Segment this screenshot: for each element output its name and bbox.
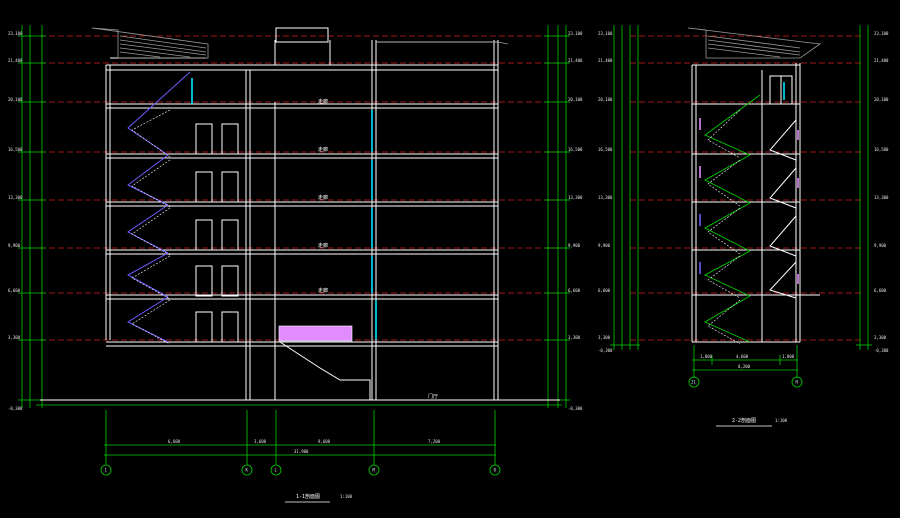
dim-label: 7,200 [428,439,441,444]
elev-label: 9,900 [598,243,611,248]
elev-label: -0,300 [568,406,583,411]
grid-axis-bubble: 1 [100,464,112,476]
dim-label: 4,600 [736,354,749,359]
elev-label: 20,100 [874,97,889,102]
elev-label: 23,100 [598,31,613,36]
elev-label: 23,100 [568,31,583,36]
elev-label: -0,300 [8,406,23,411]
elev-label: 9,900 [568,243,581,248]
elev-label: 6,600 [598,288,611,293]
elev-label: 6,600 [874,288,887,293]
elev-label: 6,600 [8,288,21,293]
right-elevation-labels: 23,100 21,400 20,100 16,500 13,300 9,900… [598,31,889,353]
elev-label: 16,500 [8,147,23,152]
left-drawing-title: 1-1剖面图 1:100 [285,493,353,503]
room-label: 走廊 [318,194,328,201]
svg-text:K: K [246,468,249,473]
left-bottom-dimensions [104,410,496,465]
elev-label: 23,100 [8,31,23,36]
elev-label: 9,900 [874,243,887,248]
left-room-labels: 走廊 走廊 走廊 走廊 走廊 门厅 [318,98,438,400]
elev-label: 21,400 [8,58,23,63]
elev-label: 23,100 [874,31,889,36]
room-label: 走廊 [318,98,328,105]
left-grid-axes: 1 K L M 8 [100,464,501,476]
right-accent-marks [699,82,799,284]
right-level-lines [630,35,862,341]
drawing-title: 1-1剖面图 [296,493,320,500]
elev-label: 3,300 [8,335,21,340]
elev-label: 3,300 [598,335,611,340]
left-level-lines [40,35,560,401]
left-highlight-beam [278,325,353,342]
right-dimension-lines [610,25,872,350]
svg-text:M: M [373,468,376,473]
left-dimension-lines [18,25,570,408]
elev-label: 13,300 [598,195,613,200]
overall-dim-label: 8,200 [738,364,751,369]
drawing-scale: 1:100 [340,494,353,499]
grid-axis-bubble: H [791,376,803,388]
elev-label: 13,300 [568,195,583,200]
dim-label: 3,600 [254,439,267,444]
dim-label: 6,600 [168,439,181,444]
room-label: 走廊 [318,146,328,153]
left-building-structure [40,27,560,401]
dim-label: 1,800 [700,354,713,359]
right-building-structure [691,63,820,343]
left-roof [91,27,509,59]
elev-label: 20,100 [568,97,583,102]
elev-label: 13,300 [8,195,23,200]
room-label: 门厅 [428,393,438,400]
left-stair-treads [131,109,171,345]
svg-text:H: H [796,380,799,385]
elev-label: 21,400 [874,58,889,63]
grid-axis-bubble: 8 [489,464,501,476]
right-stair-treads [707,109,741,345]
right-roof [687,27,822,59]
elev-label: 21,400 [598,58,613,63]
grid-axis-bubble: M [368,464,380,476]
elev-label: 3,300 [568,335,581,340]
elev-label: 16,500 [874,147,889,152]
left-dim-labels: 6,600 3,600 9,600 7,200 31,900 [168,439,441,454]
elev-label: 21,400 [568,58,583,63]
dim-label: 9,600 [318,439,331,444]
grid-axis-bubble: L [270,464,282,476]
elev-label: 13,300 [874,195,889,200]
svg-text:21: 21 [691,380,696,385]
drawing-scale: 1:100 [775,418,788,423]
elev-label: 20,100 [8,97,23,102]
elev-label: -0,300 [598,348,613,353]
left-elevation-labels: 23,100 21,400 20,100 16,500 13,300 9,900… [8,31,583,411]
left-glazing [191,78,377,340]
elev-label: 16,500 [598,147,613,152]
right-dim-labels: 1,800 4,600 1,800 8,200 [700,354,795,369]
svg-text:L: L [275,468,278,473]
elev-label: -0,300 [874,348,889,353]
svg-text:1: 1 [105,468,108,473]
elev-label: 3,300 [874,335,887,340]
elev-label: 20,100 [598,97,613,102]
drawing-title: 2-2剖面图 [732,417,756,424]
right-grid-axes: 21 H [688,376,803,388]
left-stairs [126,71,191,343]
right-section: 23,100 21,400 20,100 16,500 13,300 9,900… [598,25,889,427]
room-label: 走廊 [318,242,328,249]
overall-dim-label: 31,900 [294,449,309,454]
left-section: 23,100 21,400 20,100 16,500 13,300 9,900… [8,25,583,503]
dim-label: 1,800 [782,354,795,359]
right-stairs [703,94,761,343]
grid-axis-bubble: 21 [688,376,700,388]
elev-label: 16,500 [568,147,583,152]
elev-label: 9,900 [8,243,21,248]
elev-label: 6,600 [568,288,581,293]
svg-text:8: 8 [494,468,497,473]
room-label: 走廊 [318,287,328,294]
grid-axis-bubble: K [241,464,253,476]
right-drawing-title: 2-2剖面图 1:100 [716,417,788,427]
right-bottom-dimensions [692,345,798,378]
